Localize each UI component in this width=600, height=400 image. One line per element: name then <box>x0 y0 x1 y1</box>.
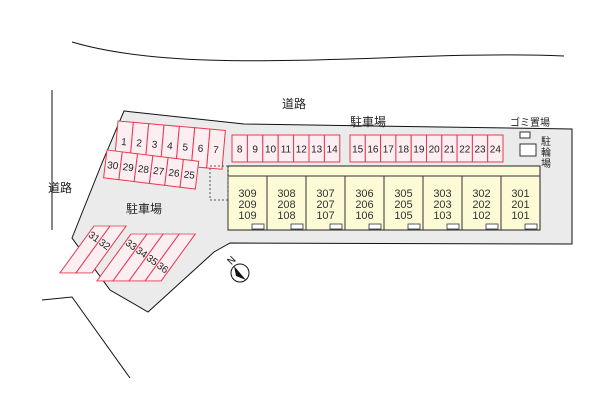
label-garbage: ゴミ置場 <box>510 116 550 129</box>
parking-stall <box>487 134 504 163</box>
parking-stall-number: 6 <box>197 144 204 155</box>
label-bicycle: 駐輪場 <box>541 135 551 170</box>
unit-number: 106 <box>355 210 373 222</box>
parking-stall-number: 11 <box>281 145 292 156</box>
unit-number: 305 <box>394 188 412 200</box>
parking-stall-number: 24 <box>490 145 502 156</box>
unit-number: 309 <box>238 188 256 200</box>
parking-stall-number: 17 <box>383 145 395 156</box>
parking-stall-number: 2 <box>136 138 143 149</box>
parking-stall-number: 3 <box>151 140 158 151</box>
unit-number: 208 <box>277 199 295 211</box>
unit-number: 201 <box>511 199 529 211</box>
parking-stall <box>206 128 226 170</box>
road-edge-lower <box>41 296 131 379</box>
parking-stall-number: 12 <box>296 145 308 156</box>
unit-number: 107 <box>316 210 334 222</box>
parking-stall-number: 5 <box>182 142 189 153</box>
label-road-top: 道路 <box>282 96 306 111</box>
unit-number: 101 <box>511 210 529 222</box>
garbage-box <box>519 131 531 139</box>
unit-number: 206 <box>355 199 373 211</box>
north-arrow-icon: N <box>226 255 250 283</box>
parking-stall-number: 20 <box>429 145 441 156</box>
parking-stall-number: 25 <box>183 170 196 182</box>
parking-stall-number: 27 <box>152 166 165 178</box>
unit-number: 105 <box>394 210 412 222</box>
unit-number: 103 <box>433 210 451 222</box>
parking-stall <box>75 225 128 274</box>
parking-stall-number: 9 <box>252 145 258 156</box>
parking-stall-number: 28 <box>137 164 150 176</box>
parking-stall-number: 7 <box>213 145 220 156</box>
parking-stall-number: 13 <box>311 145 323 156</box>
parking-stall <box>144 233 197 282</box>
dashed-area <box>209 165 229 201</box>
parking-stall-number: 22 <box>459 145 471 156</box>
bicycle-box <box>519 143 537 157</box>
unit-number: 308 <box>277 188 295 200</box>
parking-stall-number: 21 <box>444 145 456 156</box>
unit-number: 302 <box>472 188 490 200</box>
unit-number: 306 <box>355 188 373 200</box>
parking-stall-number: 1 <box>121 137 128 148</box>
parking-stall-number: 15 <box>352 145 364 156</box>
road-edge-top <box>71 41 565 62</box>
unit-number: 207 <box>316 199 334 211</box>
parking-stall <box>323 134 341 163</box>
label-parking-left: 駐車場 <box>126 201 162 216</box>
parking-stall <box>179 158 200 190</box>
parking-stall-number: 4 <box>167 141 174 152</box>
unit-number: 209 <box>238 199 256 211</box>
parking-stall-number: 29 <box>122 162 135 174</box>
unit-number: 205 <box>394 199 412 211</box>
parking-stall-number: 30 <box>107 160 120 172</box>
unit-number: 301 <box>511 188 529 200</box>
parking-stall-number: 23 <box>474 145 486 156</box>
apartment-building: 3092091093082081083072071073062061063052… <box>227 165 541 231</box>
unit-number: 109 <box>238 210 256 222</box>
unit-number: 203 <box>433 199 451 211</box>
parking-stall-number: 8 <box>237 145 243 156</box>
parking-stall-number: 18 <box>398 145 410 156</box>
unit-number: 303 <box>433 188 451 200</box>
parking-stall-number: 19 <box>413 145 425 156</box>
label-parking-top: 駐車場 <box>350 114 386 129</box>
unit-number: 307 <box>316 188 334 200</box>
parking-stall-number: 16 <box>367 145 379 156</box>
unit-number: 108 <box>277 210 295 222</box>
parking-stall-number: 26 <box>168 168 181 180</box>
parking-stall-number: 14 <box>327 145 339 156</box>
unit-number: 102 <box>472 210 490 222</box>
unit-number: 202 <box>472 199 490 211</box>
label-road-left: 道路 <box>48 180 72 195</box>
parking-stall-number: 10 <box>265 145 277 156</box>
